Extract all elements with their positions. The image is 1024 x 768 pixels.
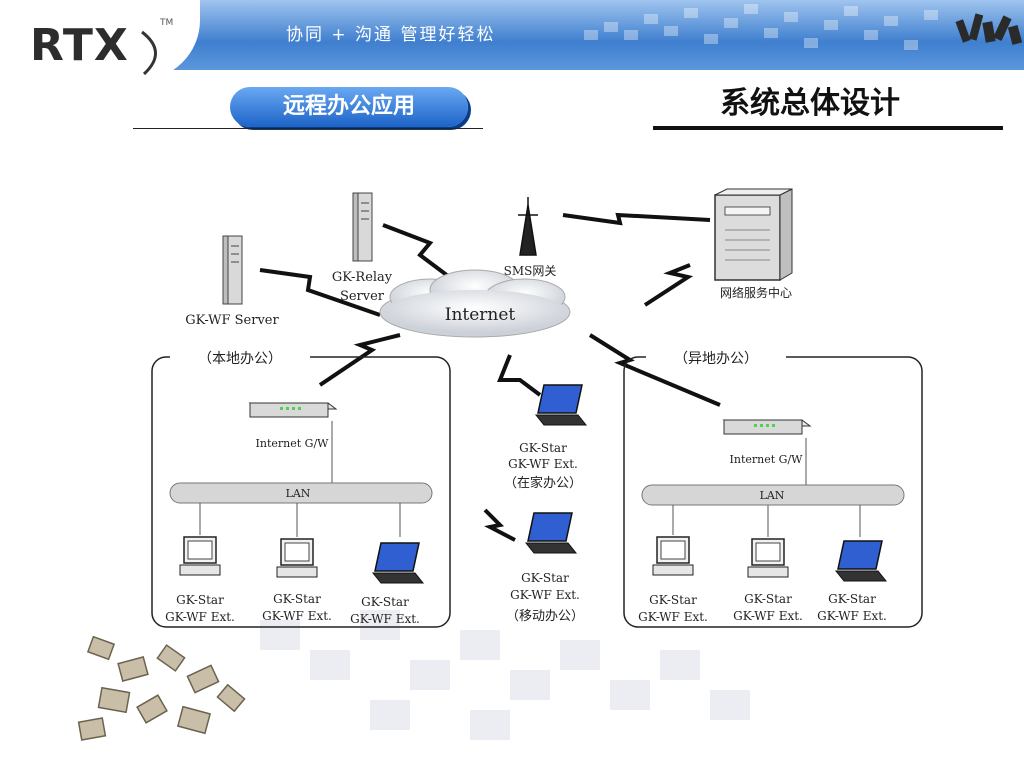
local-desktop-2-icon [276,538,318,578]
gk-wf-server-icon [222,235,243,305]
trademark: TM [160,18,174,28]
internet-cloud-icon [379,269,571,338]
logo-swoosh-icon [141,30,157,76]
home-client-line2: GK-WF Ext. [508,457,578,471]
mobile-laptop-icon [525,512,577,554]
local-client-3-line2: GK-WF Ext. [350,612,420,626]
local-laptop-icon [372,542,424,584]
home-office-label: （在家办公） [504,475,582,491]
remote-lan-label: LAN [760,489,785,502]
mobile-office-label: （移动办公） [506,609,584,624]
remote-client-1-line1: GK-Star [649,593,697,607]
network-service-center-label: 网络服务中心 [720,285,792,300]
gk-relay-server-label-2: Server [340,289,385,304]
link-relay-internet [382,223,462,287]
local-lan-label: LAN [286,487,311,500]
internet-label: Internet [445,305,516,325]
home-client-line1: GK-Star [519,441,567,455]
remote-client-2-line1: GK-Star [744,592,792,606]
local-client-2-line1: GK-Star [273,592,321,606]
remote-client-3-line1: GK-Star [828,592,876,606]
network-diagram: Internet GK-WF Server GK-Relay Server SM… [151,188,923,628]
local-desktop-1-icon [179,536,221,576]
link-internet-local [318,333,401,387]
divider-left [133,128,483,129]
local-client-2-line2: GK-WF Ext. [262,609,332,623]
remote-gw-label: Internet G/W [730,453,804,466]
gk-wf-server-label: GK-WF Server [185,313,279,328]
remote-desktop-2-icon [747,538,789,578]
sms-gateway-label: SMS网关 [504,264,557,278]
link-wfserver-internet [259,268,381,317]
rtx-logo: RTX [30,20,129,71]
local-client-3-line1: GK-Star [361,595,409,609]
remote-desktop-1-icon [652,536,694,576]
local-office-label: （本地办公） [198,351,282,367]
remote-laptop-icon [835,540,887,582]
remote-client-2-line2: GK-WF Ext. [733,609,803,623]
page-title: 系统总体设计 [720,86,900,121]
home-laptop-icon [535,384,587,426]
gk-relay-server-icon [352,192,373,262]
link-mobile [483,508,516,542]
network-service-center-icon [714,188,793,281]
slogan: 协同 + 沟通 管理好轻松 [286,25,496,45]
section-label: 远程办公应用 [230,87,468,127]
remote-client-3-line2: GK-WF Ext. [817,609,887,623]
local-client-1-line2: GK-WF Ext. [165,610,235,624]
divider-right [653,126,1003,130]
local-gw-label: Internet G/W [256,437,330,450]
link-internet-home [497,354,542,397]
logo-area: RTX TM [0,0,200,80]
sms-antenna-icon [518,197,538,256]
remote-office-label: （异地办公） [674,351,758,367]
background-squares [260,610,750,740]
link-internet-remote [588,333,721,407]
local-router-icon [249,402,337,418]
gk-relay-server-label-1: GK-Relay [332,270,393,285]
local-client-1-line1: GK-Star [176,593,224,607]
decorative-blocks-icon [77,635,246,741]
link-sms-ncenter [562,212,711,226]
link-ncenter-internet [643,263,694,307]
decorative-squares [584,4,1023,50]
remote-router-icon [723,419,811,435]
mobile-client-line1: GK-Star [521,571,569,585]
remote-client-1-line2: GK-WF Ext. [638,610,708,624]
mobile-client-line2: GK-WF Ext. [510,588,580,602]
